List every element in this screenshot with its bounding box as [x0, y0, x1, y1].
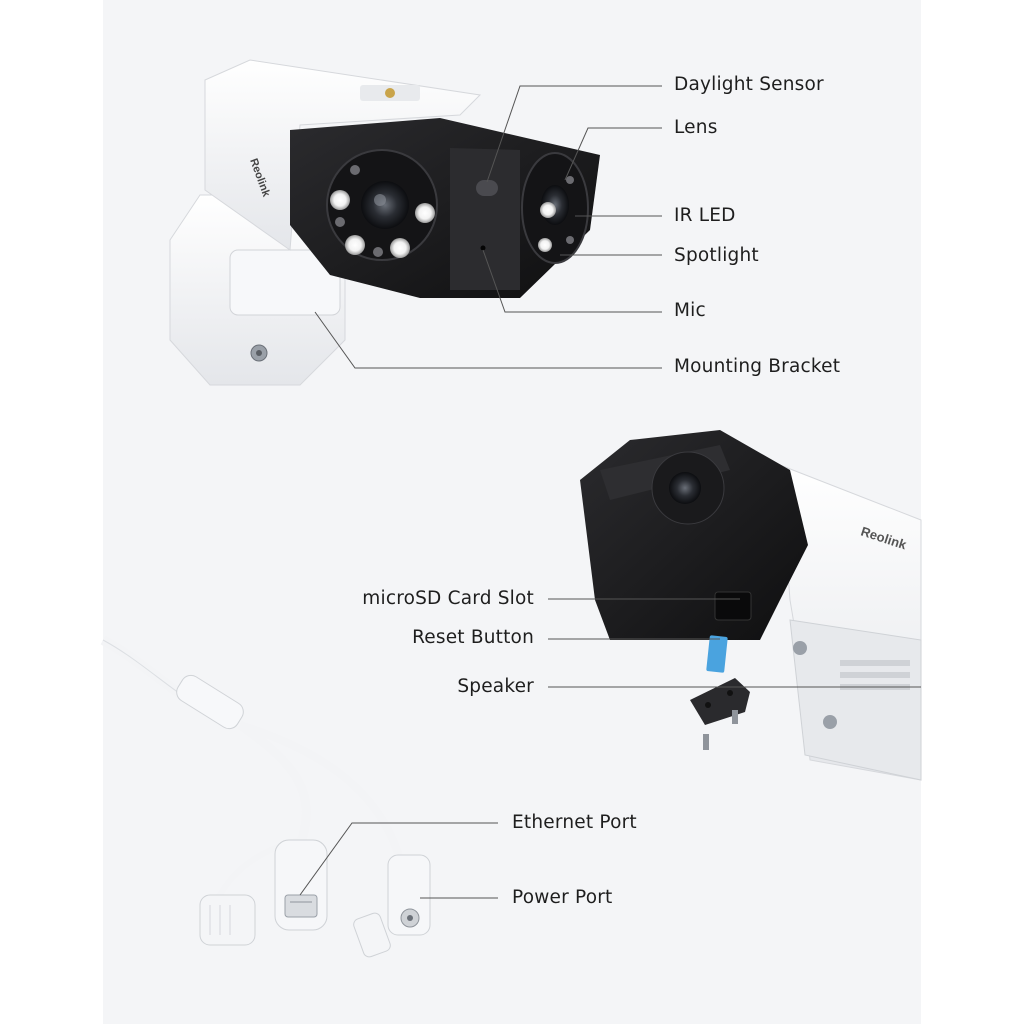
camera-body — [204, 59, 482, 251]
ir-led — [373, 247, 383, 257]
spotlight-led — [345, 235, 365, 255]
spotlight-led — [330, 190, 350, 210]
ir-led — [566, 236, 574, 244]
label-ir-led: IR LED — [674, 205, 736, 226]
middle-camera: Reolink — [580, 430, 922, 781]
spotlight-led — [390, 238, 410, 258]
leader-line-mounting-bracket — [314, 311, 662, 369]
ir-led — [335, 217, 345, 227]
label-ethernet-port: Ethernet Port — [512, 812, 637, 833]
label-speaker: Speaker — [457, 676, 534, 697]
bracket-screw-icon — [823, 715, 837, 729]
top-camera: Reolink — [169, 59, 600, 386]
label-mic: Mic — [674, 300, 706, 321]
mic-hole-icon — [480, 245, 486, 251]
daylight-sensor-icon — [476, 180, 498, 196]
label-power-port: Power Port — [512, 887, 613, 908]
power-connector — [387, 854, 431, 936]
ir-led — [350, 165, 360, 175]
waterproof-cap — [199, 894, 256, 946]
top-screw-icon — [385, 88, 395, 98]
sd-card-icon — [706, 635, 728, 673]
bottom-leader-lines — [299, 822, 498, 899]
ir-led — [566, 176, 574, 184]
ethernet-port-icon — [284, 894, 318, 918]
label-reset-button: Reset Button — [412, 627, 534, 648]
cable-assembly — [100, 635, 431, 958]
top-leader-lines — [314, 85, 662, 369]
mounting-bracket-arm — [229, 249, 341, 316]
left-lens-icon — [361, 181, 409, 229]
label-spotlight: Spotlight — [674, 245, 759, 266]
leader-line-ethernet — [299, 822, 498, 896]
leader-line-daylight-sensor — [486, 85, 662, 183]
leader-line-mic — [482, 249, 662, 313]
ethernet-cable — [237, 721, 311, 847]
rear-lens-icon — [669, 472, 701, 504]
power-cap — [353, 912, 391, 958]
screw-icon — [732, 710, 738, 724]
microsd-slot-icon — [714, 591, 752, 621]
spotlight-led — [538, 238, 552, 252]
label-mounting-bracket: Mounting Bracket — [674, 356, 841, 377]
middle-leader-lines — [548, 598, 921, 688]
spotlight-led — [415, 203, 435, 223]
label-lens: Lens — [674, 117, 718, 138]
screw-icon — [703, 734, 709, 750]
label-daylight-sensor: Daylight Sensor — [674, 74, 824, 95]
rear-bracket — [789, 619, 922, 781]
cable-splitter — [176, 674, 244, 730]
spotlight-led — [540, 202, 556, 218]
leader-line-lens — [564, 127, 662, 181]
label-microsd-card-slot: microSD Card Slot — [362, 588, 534, 609]
bracket-screw-icon — [793, 641, 807, 655]
power-cable — [238, 721, 404, 862]
speaker-cover-icon — [690, 678, 750, 725]
